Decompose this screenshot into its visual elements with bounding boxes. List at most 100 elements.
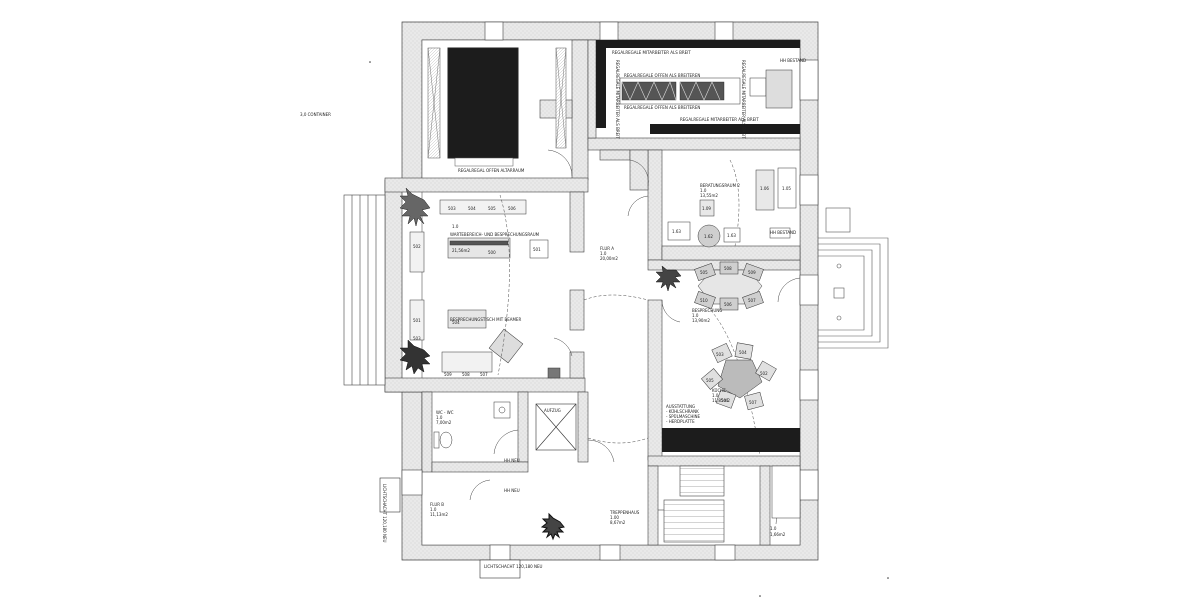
lichtschacht-bottom-box <box>479 559 521 579</box>
svg-text:506: 506 <box>724 302 732 307</box>
svg-text:508: 508 <box>724 266 732 271</box>
besprechung-furniture <box>655 261 764 311</box>
door-arcs <box>469 149 801 525</box>
flur-a-area: 20,00m2 <box>600 256 618 261</box>
svg-text:1.09: 1.09 <box>702 206 711 211</box>
svg-text:509: 509 <box>748 270 756 275</box>
wartebereich-furniture <box>399 187 561 379</box>
small-room-code: 1.0 <box>770 526 777 531</box>
ausstattung-line-3: - HERDPLATTE <box>666 419 695 424</box>
flur-a-title: FLUR A <box>600 246 614 251</box>
bespr-code: 1.0 <box>692 313 699 318</box>
hex-seats: 505 508 509 510 506 507 <box>700 266 756 307</box>
svg-text:501: 501 <box>533 247 541 252</box>
svg-text:510: 510 <box>700 298 708 303</box>
ausstattung-line-1: - KÜHLSCHRANK <box>666 409 699 414</box>
small-cabinet <box>771 465 801 519</box>
beratung-seats: 1.63 1.62 1.63 1.09 1.06 1.05 <box>672 186 791 239</box>
beratung-title: BERATUNGSRAUM 2 <box>700 183 740 188</box>
treppenhaus-title: TREPPENHAUS <box>609 510 640 515</box>
flur-b-title: FLUR B <box>430 502 444 507</box>
svg-text:503: 503 <box>716 352 724 357</box>
beratung-furniture <box>667 167 797 248</box>
wc-fixtures <box>433 401 511 449</box>
lichtschacht-left: LICHTSCHACHT 120,180 NEU <box>382 484 387 543</box>
svg-text:1.63: 1.63 <box>672 229 681 234</box>
plant-stairs <box>540 512 565 541</box>
label-regal-offen-1: REGALREGALE OFFEN ALS BREITEREN <box>624 73 700 78</box>
svg-text:1.06: 1.06 <box>760 186 769 191</box>
kitchen-counter <box>662 428 800 452</box>
svg-text:505: 505 <box>706 378 714 383</box>
hh-neu-1: HH NEU <box>504 458 520 463</box>
altarraum-shelf <box>427 47 567 167</box>
wartebereich-title: WARTEBEREICH- UND BESPRECHUNGSRAUM <box>450 232 540 237</box>
sofa-top-seats: 503 504 505 506 502 501 500 501 503 504 … <box>413 206 541 377</box>
svg-text:505: 505 <box>488 206 496 211</box>
svg-text:1.63: 1.63 <box>727 233 736 238</box>
star-seats: 503 504 502 505 501 507 <box>706 350 768 405</box>
wc-title: WC - WC <box>436 410 454 415</box>
svg-text:1.62: 1.62 <box>704 234 713 239</box>
label-container: 3,0 CONTAINER <box>300 112 331 117</box>
svg-text:508: 508 <box>462 372 470 377</box>
kueche-furniture <box>701 342 777 411</box>
wartebereich-tag: BESPRECHUNGSTISCH MIT BEAMER <box>450 317 521 322</box>
svg-text:504: 504 <box>452 320 460 325</box>
label-hh-bestand-top: HH BESTAND <box>780 58 806 63</box>
top-right-shelves <box>596 40 800 134</box>
aufzug-shaft <box>535 403 577 451</box>
treppenhaus-code: 1.00 <box>610 515 619 520</box>
flur-b-area: 11,13m2 <box>430 512 448 517</box>
beratung-code: 1.0 <box>700 188 707 193</box>
svg-text:500: 500 <box>488 250 496 255</box>
svg-text:1.05: 1.05 <box>782 186 791 191</box>
svg-text:509: 509 <box>444 372 452 377</box>
wartebereich-code: 1.0 <box>452 224 459 229</box>
wartebereich-area: 21,56m2 <box>452 248 470 253</box>
svg-text:501: 501 <box>413 318 421 323</box>
bespr-area: 13,90m2 <box>692 318 710 323</box>
right-entrance <box>818 207 889 349</box>
svg-text:503: 503 <box>413 336 421 341</box>
ausstattung-title: AUSSTATTUNG <box>666 404 695 409</box>
label-regal-offen-2: REGALREGALE OFFEN ALS BREITEREN <box>624 105 700 110</box>
svg-text:503: 503 <box>448 206 456 211</box>
left-terrace <box>343 194 386 386</box>
lichtschacht-left-box <box>379 477 401 513</box>
treppenhaus-area: 8,67m2 <box>610 520 626 525</box>
aufzug-label: AUFZUG <box>544 408 561 413</box>
svg-text:507: 507 <box>749 400 757 405</box>
kueche-title: KÜCHE <box>712 388 726 393</box>
label-regal-vert-right: REGALREGALE MITARBEITER ALS BREIT <box>741 60 746 139</box>
label-regal-vert-left: REGALREGALE MITARBEITER ALS BREIT <box>615 60 620 139</box>
svg-text:504: 504 <box>739 350 747 355</box>
ausstattung-line-2: - SPÜLMASCHINE <box>666 414 701 419</box>
svg-text:504: 504 <box>468 206 476 211</box>
label-regal-bottom-right: REGALREGALE MITARBEITER ALS BREIT <box>680 117 759 122</box>
beratung-area: 13,55m2 <box>700 193 718 198</box>
label-regal-top-right: REGALREGALE MITARBEITER ALS BREIT <box>612 50 691 55</box>
lichtschacht-bottom: LICHTSCHACHT 120,180 NEU <box>484 564 543 569</box>
svg-text:502: 502 <box>413 244 421 249</box>
windows <box>401 21 819 561</box>
kueche-code: 1.0 <box>712 393 719 398</box>
wc-area: 7,00m2 <box>436 420 452 425</box>
svg-text:505: 505 <box>700 270 708 275</box>
bespr-title: BESPRECHUNG <box>692 308 722 313</box>
hh-neu-2: HH NEU <box>504 488 520 493</box>
svg-text:502: 502 <box>760 371 768 376</box>
flur-b-code: 1.0 <box>430 507 437 512</box>
label-hh-bestand-mid: HH BESTAND <box>770 230 796 235</box>
svg-text:507: 507 <box>748 298 756 303</box>
svg-text:507: 507 <box>480 372 488 377</box>
label-regal-altarraum: REGALREGAL OFFEN ALTARRAUM <box>458 168 525 173</box>
svg-text:506: 506 <box>508 206 516 211</box>
kueche-area: 11,85m2 <box>712 398 730 403</box>
small-room-area: 1,66m2 <box>770 532 786 537</box>
flur-a-code: 1.0 <box>600 251 607 256</box>
staircase <box>658 465 725 543</box>
svg-text:501: 501 <box>721 398 729 403</box>
wc-code: 1.0 <box>436 415 443 420</box>
